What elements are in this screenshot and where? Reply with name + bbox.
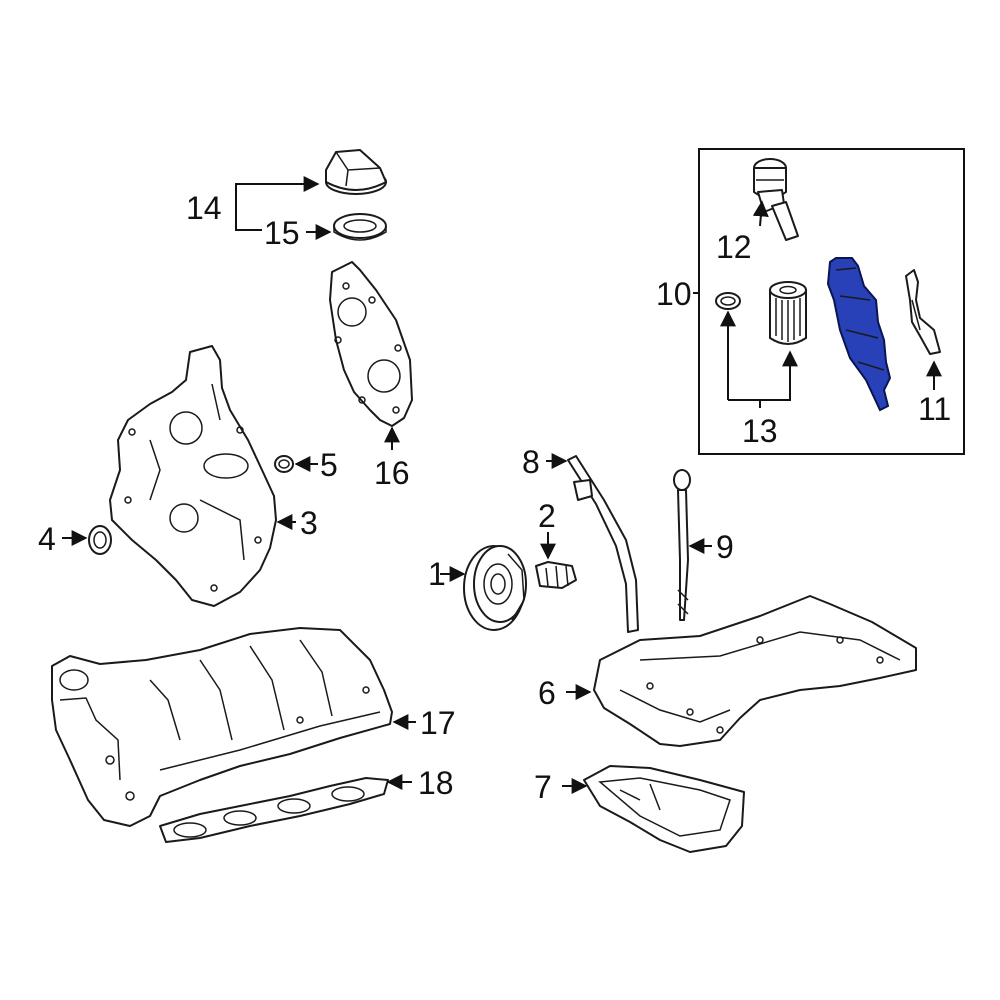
part-17-intake-manifold[interactable] <box>51 627 393 827</box>
part-15-cap-seal[interactable] <box>333 213 387 241</box>
callout-16: 16 <box>374 455 410 491</box>
part-13-filter-element[interactable] <box>715 281 807 345</box>
inset-frame <box>698 148 965 455</box>
callout-1: 1 <box>428 556 446 592</box>
callout-5: 5 <box>320 447 338 483</box>
part-10-filter-housing[interactable] <box>826 257 892 412</box>
part-3-timing-cover[interactable] <box>109 345 277 607</box>
callout-4: 4 <box>38 521 56 557</box>
callout-3: 3 <box>300 505 318 541</box>
part-18-manifold-gasket[interactable] <box>159 777 389 843</box>
callout-7: 7 <box>534 769 552 805</box>
part-7-lower-oil-pan[interactable] <box>583 765 745 853</box>
callout-14: 14 <box>186 190 222 226</box>
callout-6: 6 <box>538 675 556 711</box>
callout-8: 8 <box>522 444 540 480</box>
callout-15: 15 <box>264 215 300 251</box>
callout-11: 11 <box>918 391 951 427</box>
part-6-upper-oil-pan[interactable] <box>593 595 917 747</box>
part-8-dipstick-tube[interactable] <box>567 455 639 633</box>
callout-9: 9 <box>716 529 734 565</box>
part-4-seal[interactable] <box>88 525 112 555</box>
callout-13: 13 <box>742 413 778 449</box>
part-11-gasket[interactable] <box>905 269 941 355</box>
part-5-plug[interactable] <box>274 455 294 473</box>
part-14-oil-filler-cap[interactable] <box>325 149 387 195</box>
callout-12: 12 <box>716 229 752 265</box>
callout-10: 10 <box>656 276 692 312</box>
callout-2: 2 <box>538 498 556 534</box>
callout-17: 17 <box>420 705 456 741</box>
part-2-bolt[interactable] <box>535 561 577 589</box>
part-9-dipstick[interactable] <box>673 469 691 621</box>
callout-18: 18 <box>418 765 454 801</box>
part-1-pulley[interactable] <box>463 545 527 631</box>
part-16-cover-plate[interactable] <box>329 261 413 427</box>
part-12-sensor[interactable] <box>753 158 799 241</box>
